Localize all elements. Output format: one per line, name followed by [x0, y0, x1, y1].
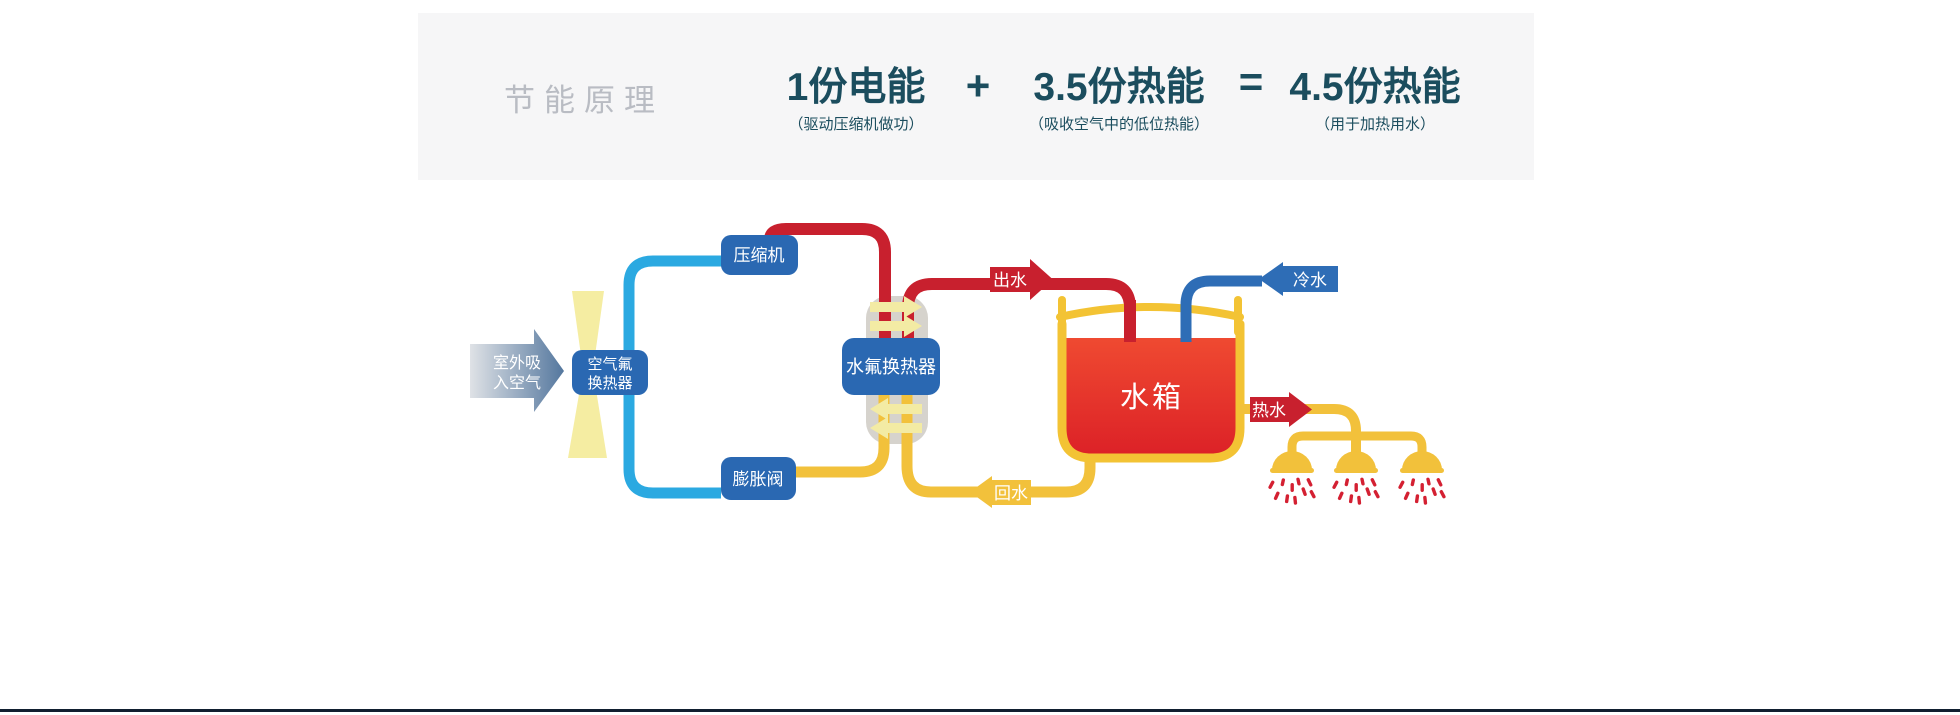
equals-operator: = — [1238, 58, 1264, 105]
shower-manifold-pipe — [1287, 431, 1427, 455]
equation-term-electric: 1份电能 （驱动压缩机做功） — [766, 67, 946, 134]
water-heat-exchanger: 水氟换热器 — [842, 338, 940, 395]
term-note: （用于加热用水） — [1314, 116, 1435, 133]
return-water-tag-label: 回水 — [994, 484, 1028, 503]
water-heat-exchanger-label: 水氟换热器 — [846, 357, 936, 377]
equation-term-heat-absorbed: 3.5份热能 （吸收空气中的低位热能） — [994, 67, 1244, 134]
shower-head-base — [1400, 468, 1444, 473]
fan-icon — [568, 291, 607, 458]
water-tank — [1056, 296, 1245, 463]
heat-pump-diagram: 室外吸 入空气 — [470, 223, 1447, 508]
air-intake-label-line2: 入空气 — [493, 374, 541, 392]
heat-flow-left-arrows — [870, 398, 922, 439]
return-water-tag: 回水 — [970, 476, 1031, 508]
outlet-water-tag: 出水 — [990, 259, 1053, 300]
hot-water-pipe — [1240, 404, 1361, 452]
air-heat-exchanger-label-line2: 换热器 — [587, 375, 632, 392]
air-intake-label-line1: 室外吸 — [493, 354, 541, 372]
air-intake-arrow — [470, 329, 564, 412]
cold-water-tag: 冷水 — [1259, 262, 1338, 296]
term-value: 3.5份热能 — [1033, 66, 1205, 109]
shower-head — [1402, 451, 1442, 470]
bottom-divider — [0, 709, 1960, 712]
shower-head — [1336, 451, 1376, 470]
term-note: （吸收空气中的低位热能） — [1028, 116, 1209, 133]
shower-heads — [1270, 451, 1444, 473]
term-value: 4.5份热能 — [1289, 66, 1461, 109]
water-droplets — [1331, 477, 1381, 505]
water-tank-label: 水箱 — [1120, 381, 1184, 414]
shower-head — [1272, 451, 1312, 470]
air-heat-exchanger: 空气氟 换热器 — [572, 350, 648, 395]
compressor: 压缩机 — [721, 235, 798, 275]
term-note: （驱动压缩机做功） — [788, 116, 924, 133]
outlet-water-tag-label: 出水 — [993, 271, 1027, 290]
expansion-valve: 膨胀阀 — [721, 457, 796, 500]
expansion-to-exchanger-pipe — [796, 350, 890, 478]
compressor-label: 压缩机 — [734, 246, 785, 265]
hot-water-tag: 热水 — [1250, 392, 1312, 427]
air-heat-exchanger-label-line1: 空气氟 — [587, 356, 632, 373]
term-value: 1份电能 — [786, 66, 926, 109]
shower-head-base — [1270, 468, 1314, 473]
water-tank-fill — [1066, 338, 1236, 456]
water-droplets — [1397, 477, 1447, 505]
shower-head-base — [1334, 468, 1378, 473]
energy-principle-panel: 节能原理 1份电能 （驱动压缩机做功） + 3.5份热能 （吸收空气中的低位热能… — [418, 13, 1534, 180]
heat-flow-right-arrows — [870, 296, 922, 337]
hot-water-tag-label: 热水 — [1252, 401, 1286, 420]
expansion-valve-label: 膨胀阀 — [733, 470, 784, 489]
water-droplets — [1267, 477, 1317, 505]
equation-term-heat-total: 4.5份热能 （用于加热用水） — [1260, 67, 1490, 134]
cold-water-pipe — [1180, 275, 1262, 342]
cold-water-tag-label: 冷水 — [1293, 271, 1327, 290]
plus-operator: + — [965, 62, 991, 109]
refrigerant-pipe-hot — [764, 223, 891, 350]
section-title: 节能原理 — [504, 83, 664, 118]
water-tank-outline — [1056, 296, 1245, 463]
